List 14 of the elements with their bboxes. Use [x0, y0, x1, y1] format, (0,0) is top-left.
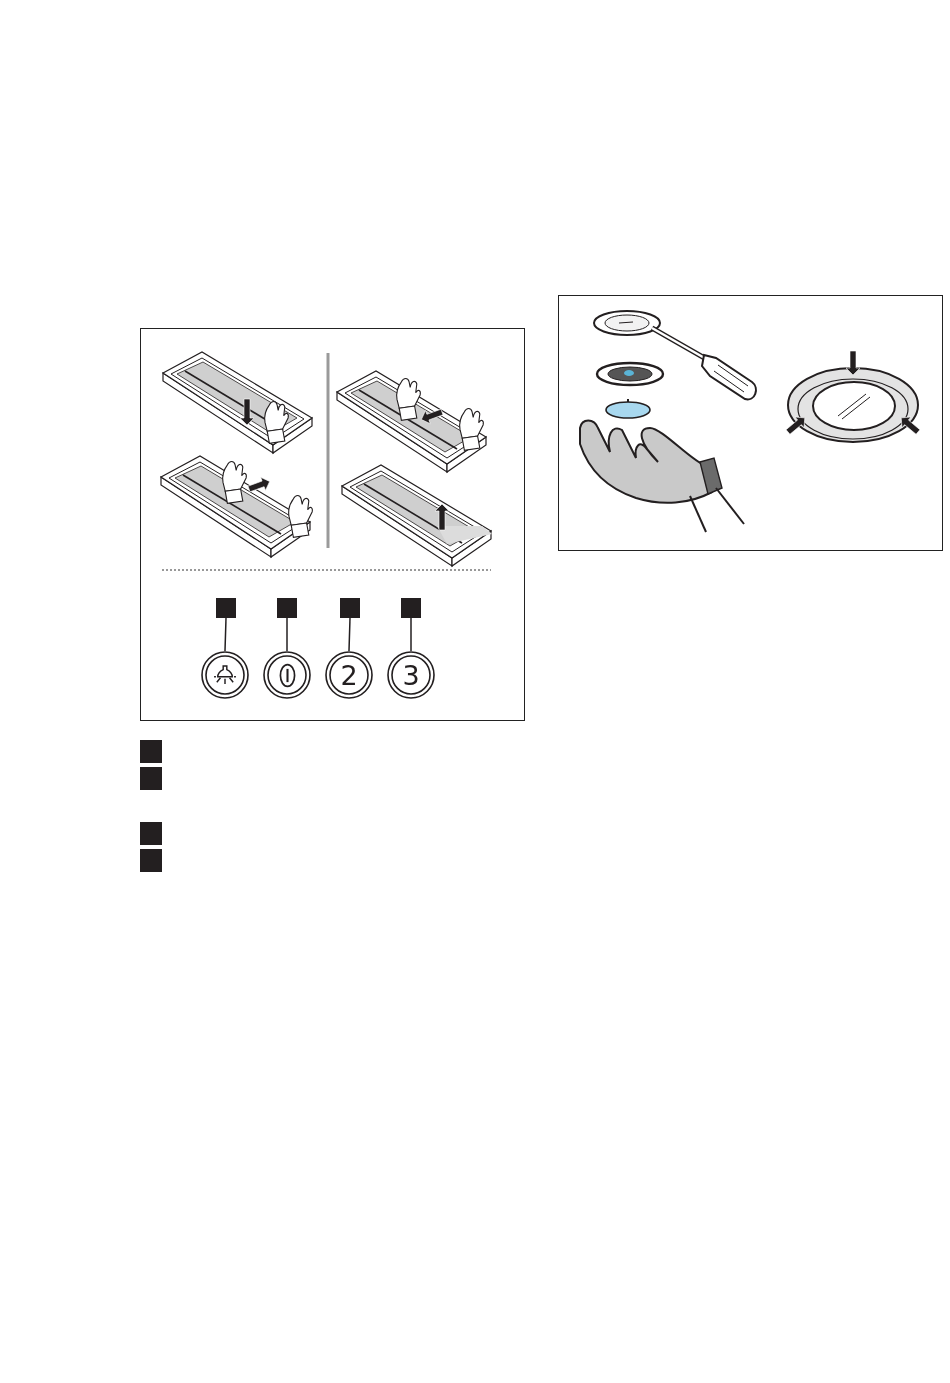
round-button	[201, 651, 249, 699]
square-marker-icon	[216, 598, 236, 618]
square-marker-icon	[340, 598, 360, 618]
round-button	[263, 651, 311, 699]
leader-line	[410, 617, 412, 652]
number-label: 2	[340, 661, 358, 689]
square-marker-icon	[277, 598, 297, 618]
leader-line	[348, 617, 351, 652]
number-label: 3	[402, 661, 420, 689]
square-marker-icon	[401, 598, 421, 618]
round-button	[387, 651, 435, 699]
leader-line	[286, 617, 288, 652]
leader-line	[224, 617, 227, 652]
round-button	[325, 651, 373, 699]
